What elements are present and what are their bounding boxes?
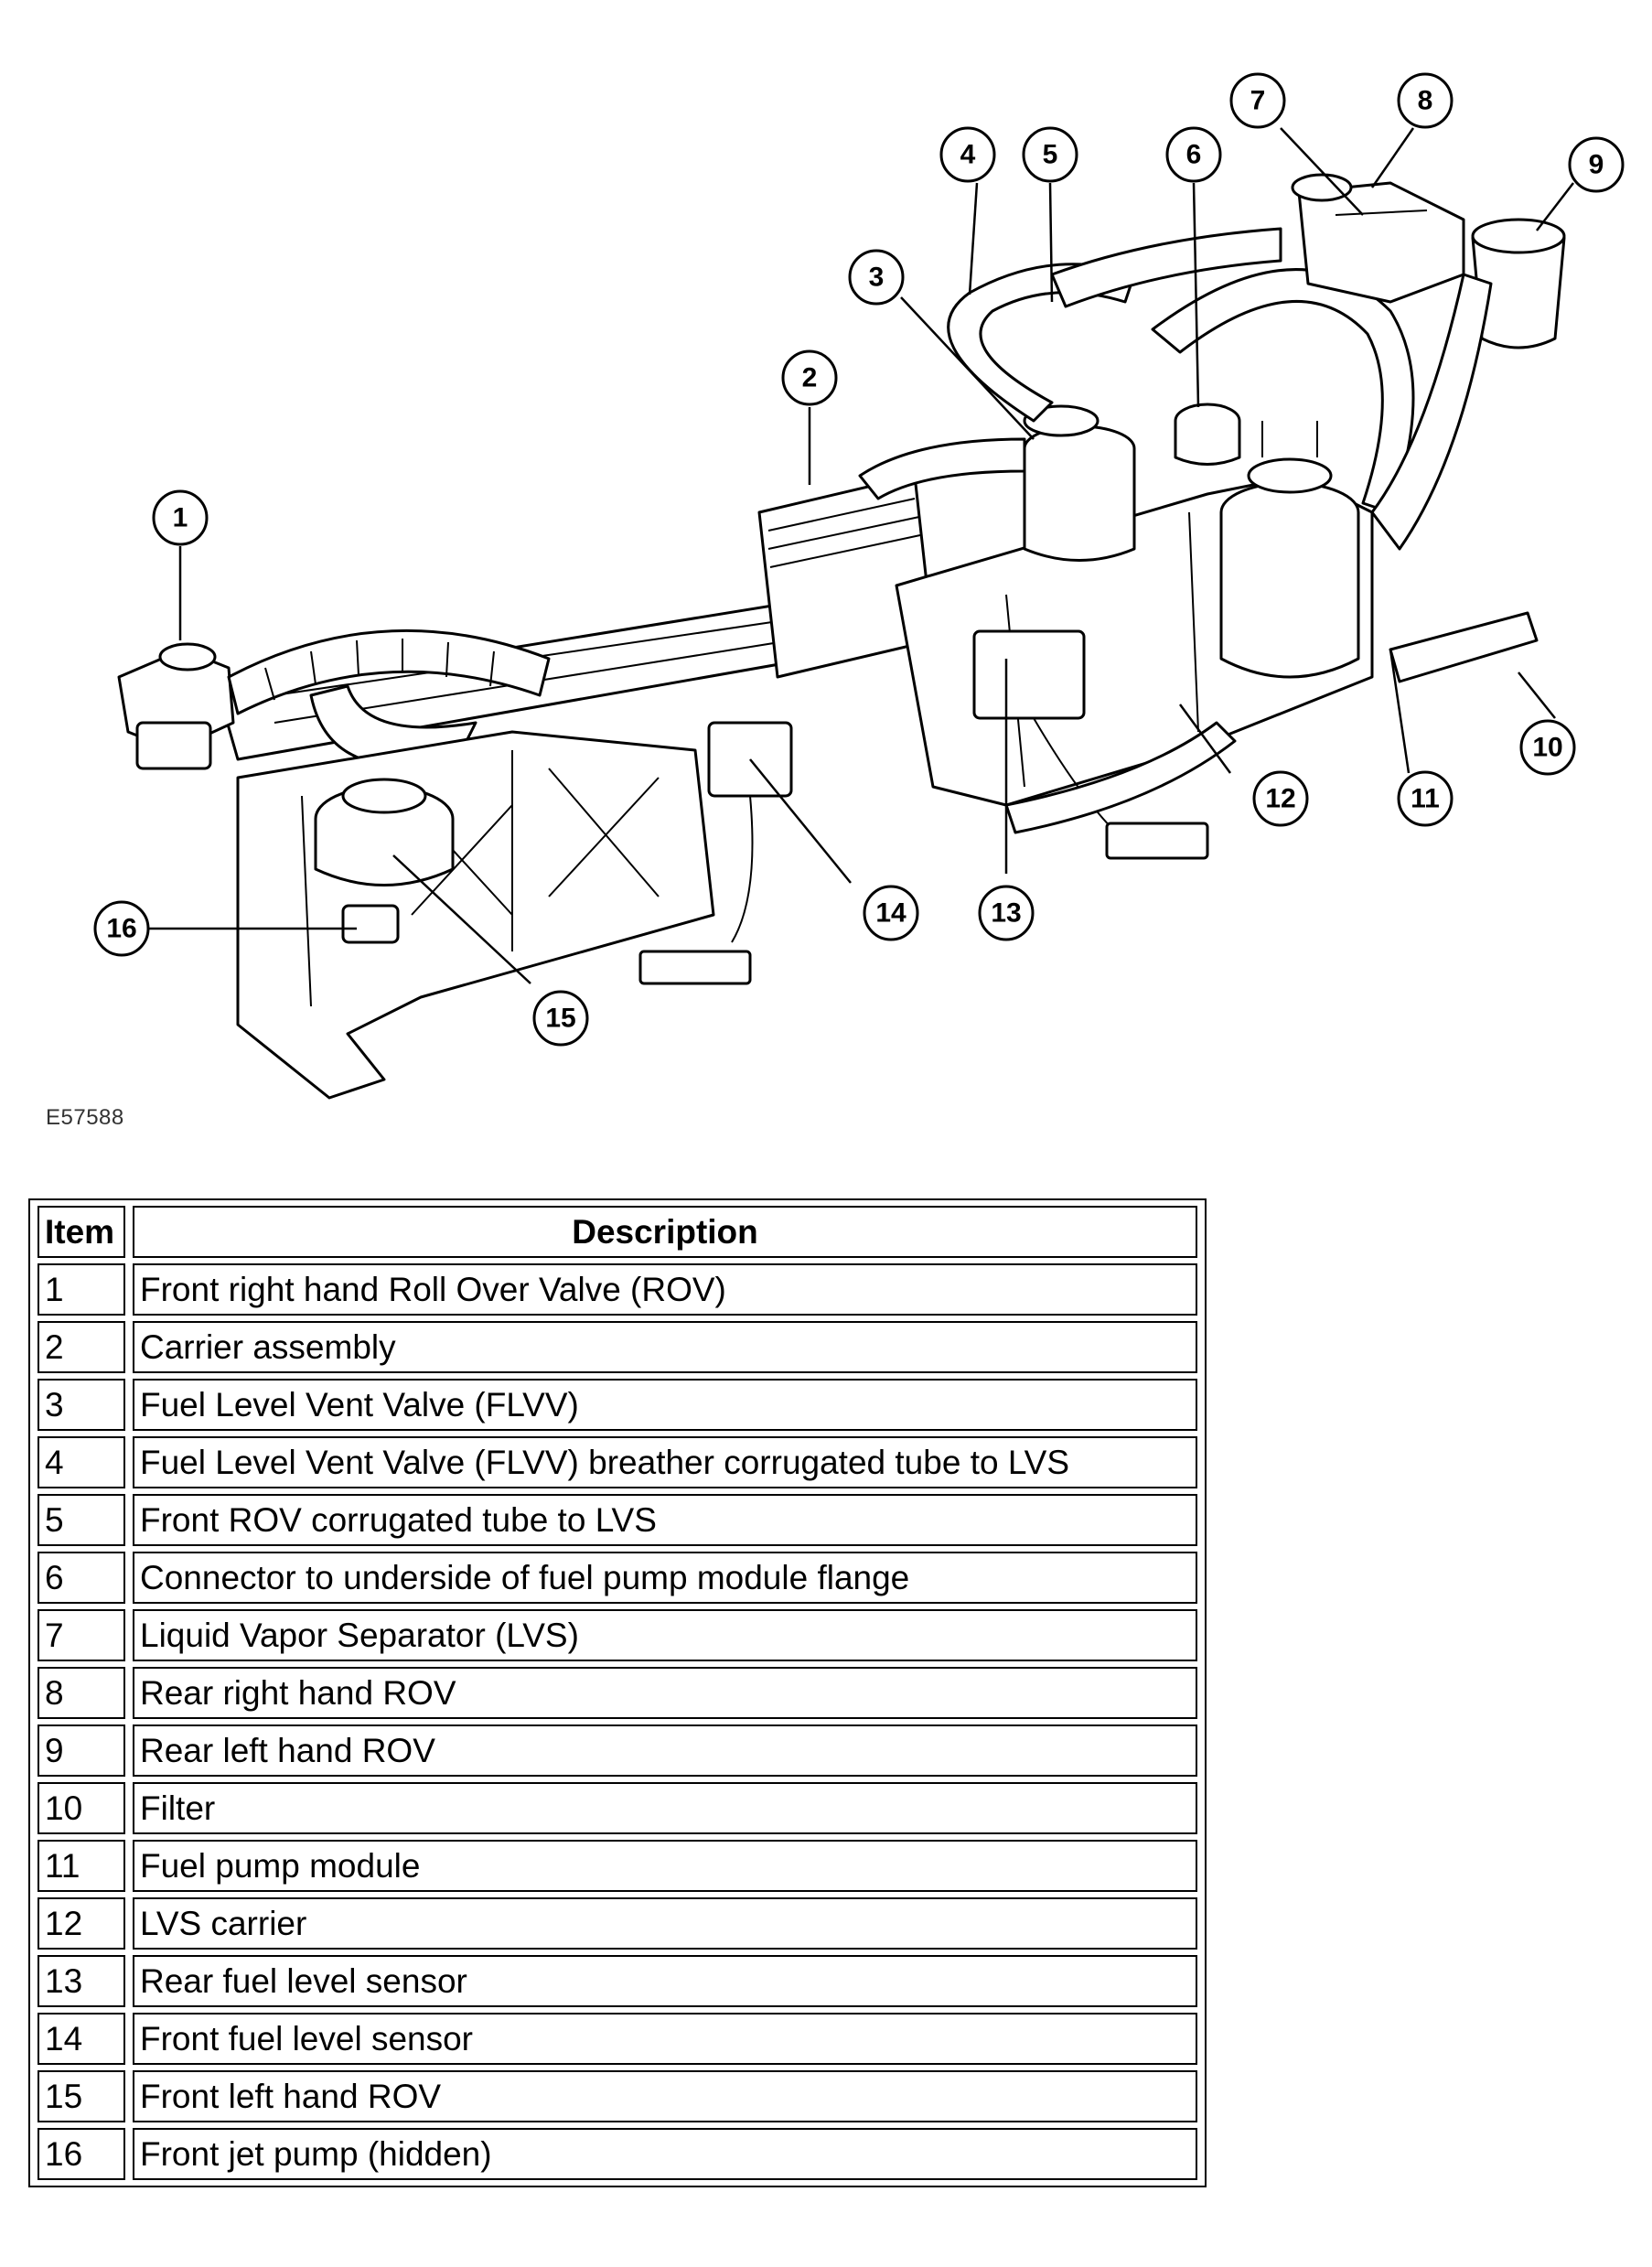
- description-cell: Filter: [133, 1782, 1197, 1834]
- description-cell: Front fuel level sensor: [133, 2013, 1197, 2065]
- svg-text:6: 6: [1186, 140, 1202, 170]
- fuel-system-drawing: [117, 173, 1566, 1100]
- callout-4: 4: [939, 126, 996, 183]
- table-header-row: Item Description: [38, 1206, 1197, 1258]
- svg-text:15: 15: [545, 1004, 575, 1034]
- item-cell: 4: [38, 1436, 125, 1488]
- item-cell: 6: [38, 1552, 125, 1604]
- item-cell: 7: [38, 1609, 125, 1661]
- filter: [1389, 611, 1539, 683]
- callout-1: 1: [152, 489, 209, 546]
- item-cell: 3: [38, 1379, 125, 1431]
- item-cell: 14: [38, 2013, 125, 2065]
- leader-lines: [146, 127, 1574, 984]
- item-cell: 16: [38, 2128, 125, 2180]
- description-cell: Rear left hand ROV: [133, 1724, 1197, 1777]
- description-cell: Liquid Vapor Separator (LVS): [133, 1609, 1197, 1661]
- svg-text:13: 13: [991, 898, 1021, 929]
- svg-text:1: 1: [173, 503, 188, 533]
- item-cell: 10: [38, 1782, 125, 1834]
- svg-text:2: 2: [802, 363, 818, 393]
- svg-text:3: 3: [869, 263, 885, 293]
- callout-14: 14: [863, 885, 919, 941]
- description-cell: Fuel pump module: [133, 1840, 1197, 1892]
- callout-13: 13: [978, 885, 1035, 941]
- description-cell: Fuel Level Vent Valve (FLVV) breather co…: [133, 1436, 1197, 1488]
- svg-text:4: 4: [960, 140, 976, 170]
- description-cell: Front ROV corrugated tube to LVS: [133, 1494, 1197, 1546]
- svg-text:16: 16: [106, 914, 136, 944]
- description-cell: LVS carrier: [133, 1897, 1197, 1950]
- callout-2: 2: [781, 349, 838, 406]
- callout-15: 15: [532, 990, 589, 1047]
- lvs-carrier: [1370, 273, 1493, 551]
- description-cell: Front left hand ROV: [133, 2070, 1197, 2122]
- callout-16: 16: [93, 900, 150, 957]
- description-cell: Fuel Level Vent Valve (FLVV): [133, 1379, 1197, 1431]
- rear-rh-rov: [1291, 173, 1353, 202]
- svg-text:5: 5: [1043, 140, 1058, 170]
- description-cell: Front jet pump (hidden): [133, 2128, 1197, 2180]
- item-cell: 2: [38, 1321, 125, 1373]
- fuel-system-diagram: 1 2 3 4 5 6 7 8 9 10 11 12 13 14 15 16: [93, 72, 1625, 1100]
- front-lattice-tube: [227, 629, 551, 715]
- callout-7: 7: [1229, 72, 1286, 129]
- callout-6: 6: [1165, 126, 1222, 183]
- svg-text:11: 11: [1411, 784, 1440, 814]
- callout-12: 12: [1252, 770, 1309, 827]
- callout-5: 5: [1022, 126, 1078, 183]
- callout-8: 8: [1397, 72, 1454, 129]
- item-cell: 9: [38, 1724, 125, 1777]
- front-reservoir-housing: [236, 730, 715, 1100]
- svg-text:10: 10: [1532, 733, 1562, 763]
- item-cell: 12: [38, 1897, 125, 1950]
- item-column-header: Item: [38, 1206, 125, 1258]
- description-cell: Connector to underside of fuel pump modu…: [133, 1552, 1197, 1604]
- description-cell: Rear fuel level sensor: [133, 1955, 1197, 2007]
- rear-fuel-level-sensor: [972, 629, 1086, 720]
- description-cell: Front right hand Roll Over Valve (ROV): [133, 1263, 1197, 1316]
- front-rov-tube: [1050, 227, 1282, 308]
- callout-10: 10: [1519, 719, 1576, 776]
- svg-text:8: 8: [1418, 86, 1433, 116]
- svg-text:12: 12: [1265, 784, 1295, 814]
- item-cell: 11: [38, 1840, 125, 1892]
- item-cell: 1: [38, 1263, 125, 1316]
- svg-text:14: 14: [875, 898, 906, 929]
- svg-text:7: 7: [1250, 86, 1266, 116]
- callout-3: 3: [848, 249, 905, 306]
- front-jet-pump: [341, 904, 400, 944]
- item-cell: 13: [38, 1955, 125, 2007]
- callout-9: 9: [1568, 136, 1625, 193]
- figure-id: E57588: [46, 1105, 124, 1130]
- item-cell: 8: [38, 1667, 125, 1719]
- item-cell: 5: [38, 1494, 125, 1546]
- svg-text:9: 9: [1589, 150, 1604, 180]
- callout-11: 11: [1397, 770, 1454, 827]
- description-column-header: Description: [133, 1206, 1197, 1258]
- description-cell: Carrier assembly: [133, 1321, 1197, 1373]
- description-cell: Rear right hand ROV: [133, 1667, 1197, 1719]
- item-cell: 15: [38, 2070, 125, 2122]
